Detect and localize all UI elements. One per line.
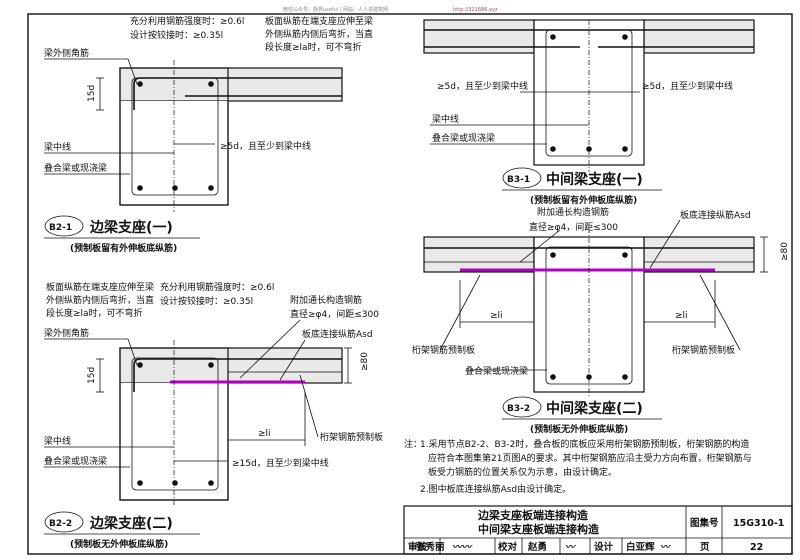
design-name: 白亚辉 [626,541,655,553]
b2-1-subtitle: (预制板留有外伸板底纵筋) [70,242,177,254]
atlas-number: 15G310-1 [733,518,784,529]
detail-b3-1: ≥5d，且至少到梁中线 ≥5d，且至少到梁中线 梁中线 叠合梁或现浇梁 B3-1… [423,19,755,206]
b2-2-add-spec: 直径≥φ4，间距≤300 [290,308,379,320]
b2-2-dim-15d: 15d [87,367,97,384]
b3-2-code: B3-2 [507,404,530,414]
b2-2-note-top-3: 段长度≥la时，可不弯折 [46,307,143,319]
title-block: 边梁支座板端连接构造 中间梁支座板端连接构造 图集号 15G310-1 审核 张… [403,505,793,555]
b2-1-anchor-label: ≥5d，且至少到梁中线 [220,140,311,152]
b3-1-code: B3-1 [507,175,530,185]
design-label: 设计 [594,541,614,553]
review-name: 张秀丽 [416,541,445,553]
b2-1-corner-label: 梁外侧角筋 [44,47,89,59]
b3-2-title: 中间梁支座(二) [546,400,643,417]
b3-2-beam-label: 叠合梁或现浇梁 [465,365,528,377]
b2-2-note-top-1: 板面纵筋在端支座应伸至梁 [46,281,154,293]
b2-1-note-top-1: 板面纵筋在端支座应伸至梁 [265,15,373,27]
reviewer-signature: 〰〰 [452,542,473,553]
note-2: 2.图中板底连接纵筋Asd由设计确定。 [420,483,571,495]
b2-2-beam-label: 叠合梁或现浇梁 [44,455,107,467]
note-1-line-2: 应符合本图集第21页图A的要求。其中桁架钢筋应沿主受力方向布置，桁架钢筋与 [428,452,752,464]
b2-2-bottom-rebar-label: 板底连接纵筋Asd [302,328,373,340]
page-number: 22 [750,542,763,553]
designer-signature: 〰 [660,542,671,553]
b2-2-note-hinged: 设计按铰接时：≥0.35l [160,295,253,307]
b3-1-centerline-label: 梁中线 [432,113,459,125]
b3-2-precast-left: 桁架钢筋预制板 [412,344,475,356]
note-1-line-3: 板受力钢筋的位置关系仅为示意，由设计确定。 [428,466,617,478]
b2-1-note-strength: 充分利用钢筋强度时：≥0.6l [130,15,244,27]
b2-1-beam-label: 叠合梁或现浇梁 [44,162,107,174]
detail-b3-2: 附加通长构造钢筋 直径≥φ4，间距≤300 板底连接纵筋Asd ≥80 ≥li … [412,206,790,435]
b2-2-note-top-2: 外侧纵筋内侧后弯折，当直 [46,294,154,306]
b2-1-dim-15d: 15d [87,85,97,102]
b3-2-dim-80: ≥80 [780,242,790,261]
title-main-2: 中间梁支座板端连接构造 [478,522,600,536]
b3-1-subtitle: (预制板留有外伸板底纵筋) [530,194,637,206]
b2-2-centerline-label: 梁中线 [44,435,71,447]
b3-1-title: 中间梁支座(一) [546,171,643,188]
b3-2-add-spec: 直径≥φ4，间距≤300 [529,221,618,233]
b3-1-beam-label: 叠合梁或现浇梁 [432,132,495,144]
b2-1-centerline-label: 梁中线 [44,141,71,153]
notes: 注： 1.采用节点B2-2、B3-2时，叠合板的底板应采用桁架钢筋预制板，桁架钢… [404,438,752,495]
atlas-label: 图集号 [690,517,719,529]
b2-2-code: B2-2 [49,519,72,529]
check-label: 校对 [498,541,518,553]
b2-2-anchor-label: ≥15d，且至少到梁中线 [232,457,329,469]
note-1-line-1: 1.采用节点B2-2、B3-2时，叠合板的底板应采用桁架钢筋预制板，桁架钢筋的构… [420,438,749,450]
b3-2-subtitle: (预制板无外伸板底纵筋) [530,423,628,435]
b3-2-la-right: ≥li [675,311,688,321]
page-label: 页 [700,542,710,553]
b3-1-anchor-left: ≥5d，且至少到梁中线 [437,80,528,92]
b2-2-precast-label: 桁架钢筋预制板 [320,431,383,443]
b3-1-anchor-right: ≥5d，且至少到梁中线 [642,80,733,92]
check-name: 赵勇 [527,541,547,553]
b2-1-note-top-2: 外侧纵筋内侧后弯折，当直 [265,28,373,40]
detail-b2-2: 板面纵筋在端支座应伸至梁 外侧纵筋内侧后弯折，当直 段长度≥la时，可不弯折 充… [44,281,383,550]
checker-signature: 〰 [565,542,576,553]
notes-prefix: 注： [404,438,422,450]
b3-2-add-rebar: 附加通长构造钢筋 [537,206,609,218]
title-main-1: 边梁支座板端连接构造 [477,508,589,522]
b2-1-code: B2-1 [49,223,72,233]
b2-1-title: 边梁支座(一) [89,219,173,236]
b2-2-title: 边梁支座(二) [89,515,173,532]
b3-2-precast-right: 桁架钢筋预制板 [672,344,735,356]
b2-1-note-top-3: 段长度≥la时，可不弯折 [265,41,362,53]
watermark-url: http://321686.xyz [453,7,498,13]
b2-2-add-rebar: 附加通长构造钢筋 [290,294,362,306]
detail-b2-1: 充分利用钢筋强度时：≥0.6l 设计按铰接时：≥0.35l 板面纵筋在端支座应伸… [44,15,373,254]
b2-2-note-strength: 充分利用钢筋强度时：≥0.6l [160,281,274,293]
b2-1-note-hinged: 设计按铰接时：≥0.35l [130,29,223,41]
b2-2-subtitle: (预制板无外伸板底纵筋) [70,538,168,550]
watermark-left: 微信公众号：脉努useful | 网站：人人讲建筑网 [283,6,388,13]
b2-2-dim-80: ≥80 [360,352,370,371]
b3-2-bottom-rebar-label: 板底连接纵筋Asd [680,209,751,221]
b2-2-corner-label: 梁外侧角筋 [44,327,89,339]
b3-2-la-left: ≥li [490,311,503,321]
review-label: 审核 [408,541,428,553]
b2-2-la: ≥li [258,429,271,439]
